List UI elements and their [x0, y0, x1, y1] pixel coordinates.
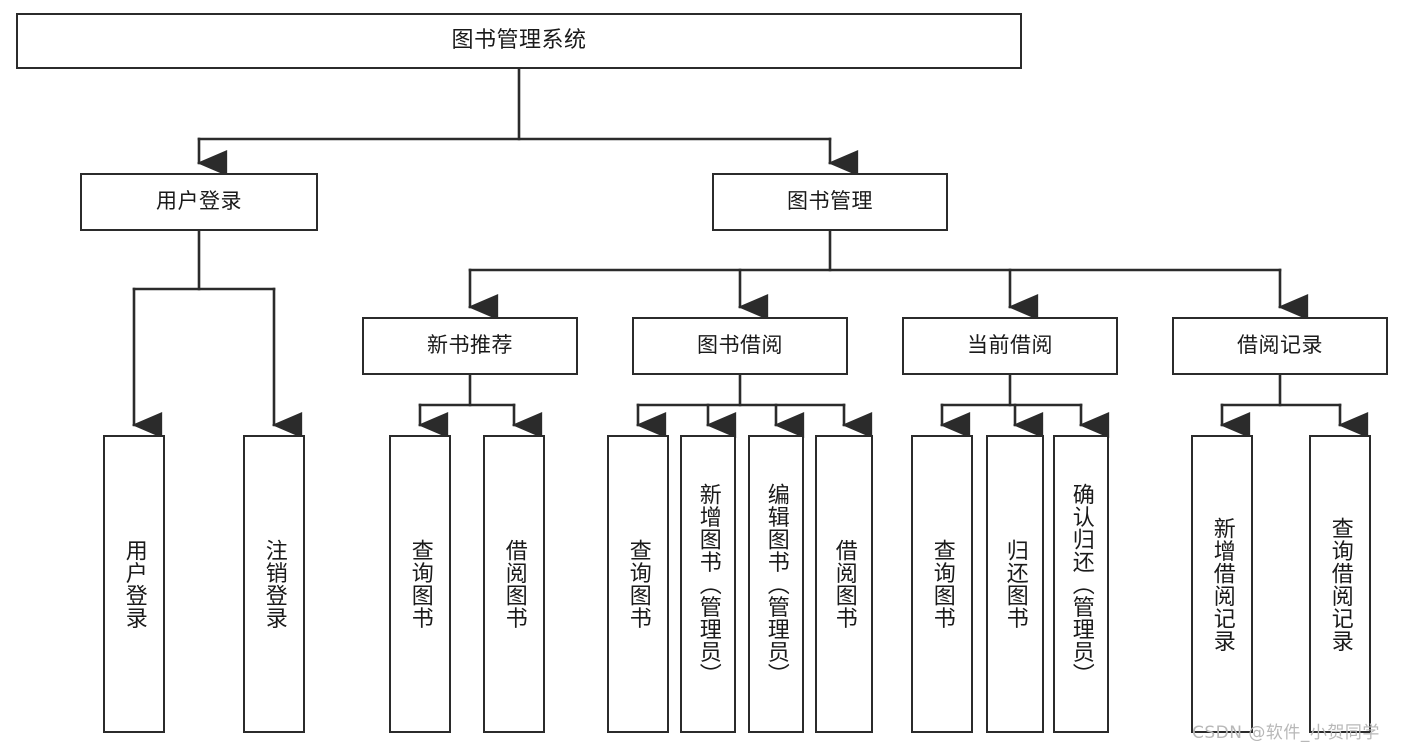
node-leaf-query-book-2-label: 查询图书 [625, 539, 651, 629]
node-leaf-query-record[interactable]: 查询借阅记录 [1309, 435, 1371, 733]
node-leaf-query-record-label: 查询借阅记录 [1327, 516, 1353, 652]
node-leaf-query-book-2[interactable]: 查询图书 [607, 435, 669, 733]
node-leaf-edit-book[interactable]: 编辑图书（管理员） [748, 435, 804, 733]
csdn-watermark: CSDN @软件_小贺同学 [1192, 723, 1380, 743]
node-leaf-add-book-label: 新增图书（管理员） [695, 482, 721, 686]
node-leaf-borrow-book-2[interactable]: 借阅图书 [815, 435, 873, 733]
node-current-borrow[interactable]: 当前借阅 [902, 317, 1118, 375]
node-book-manage[interactable]: 图书管理 [712, 173, 948, 231]
node-leaf-query-book-1[interactable]: 查询图书 [389, 435, 451, 733]
node-leaf-add-book[interactable]: 新增图书（管理员） [680, 435, 736, 733]
node-leaf-add-record[interactable]: 新增借阅记录 [1191, 435, 1253, 733]
node-leaf-user-logout-label: 注销登录 [261, 539, 287, 629]
node-leaf-confirm-return-label: 确认归还（管理员） [1068, 482, 1094, 686]
node-new-book-rec[interactable]: 新书推荐 [362, 317, 578, 375]
node-leaf-return-book-label: 归还图书 [1002, 539, 1028, 629]
node-leaf-return-book[interactable]: 归还图书 [986, 435, 1044, 733]
node-new-book-rec-label: 新书推荐 [427, 333, 513, 358]
node-current-borrow-label: 当前借阅 [967, 333, 1053, 358]
node-leaf-query-book-1-label: 查询图书 [407, 539, 433, 629]
node-leaf-query-book-3-label: 查询图书 [929, 539, 955, 629]
node-book-borrow[interactable]: 图书借阅 [632, 317, 848, 375]
node-leaf-borrow-book-2-label: 借阅图书 [831, 539, 857, 629]
node-leaf-user-login[interactable]: 用户登录 [103, 435, 165, 733]
node-leaf-edit-book-label: 编辑图书（管理员） [763, 482, 789, 686]
node-user-login[interactable]: 用户登录 [80, 173, 318, 231]
node-book-manage-label: 图书管理 [787, 189, 873, 214]
node-leaf-borrow-book-1[interactable]: 借阅图书 [483, 435, 545, 733]
node-leaf-user-logout[interactable]: 注销登录 [243, 435, 305, 733]
node-leaf-confirm-return[interactable]: 确认归还（管理员） [1053, 435, 1109, 733]
node-book-borrow-label: 图书借阅 [697, 333, 783, 358]
node-leaf-query-book-3[interactable]: 查询图书 [911, 435, 973, 733]
node-leaf-add-record-label: 新增借阅记录 [1209, 516, 1235, 652]
node-root-label: 图书管理系统 [451, 27, 587, 53]
node-borrow-record-label: 借阅记录 [1237, 333, 1323, 358]
node-leaf-user-login-label: 用户登录 [121, 539, 147, 629]
node-root[interactable]: 图书管理系统 [16, 13, 1022, 69]
node-user-login-label: 用户登录 [156, 189, 242, 214]
node-leaf-borrow-book-1-label: 借阅图书 [501, 539, 527, 629]
node-borrow-record[interactable]: 借阅记录 [1172, 317, 1388, 375]
